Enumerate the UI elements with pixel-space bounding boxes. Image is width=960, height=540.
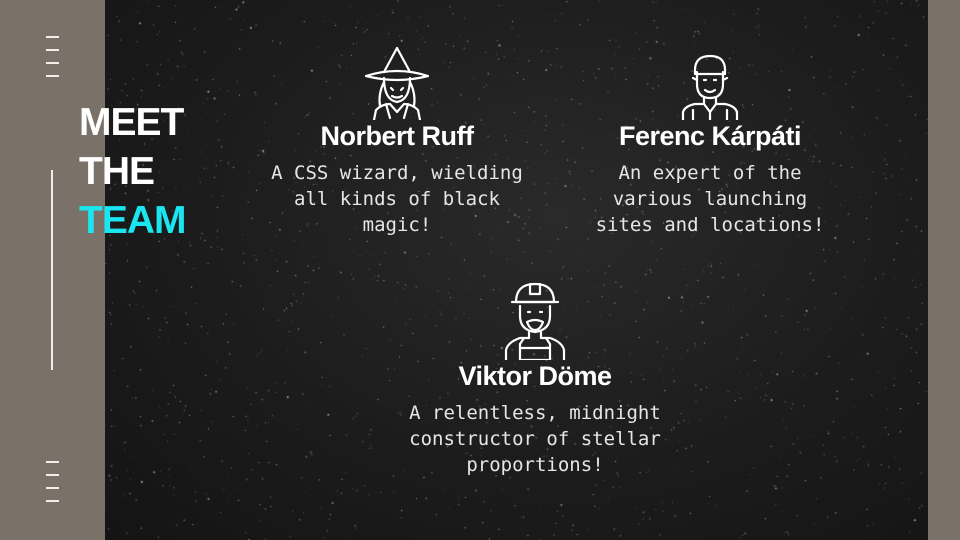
vertical-divider bbox=[51, 170, 53, 370]
menu-icon-top[interactable] bbox=[46, 36, 59, 77]
wizard-icon bbox=[364, 46, 430, 120]
left-sidebar bbox=[0, 0, 105, 540]
worker-icon bbox=[504, 282, 566, 360]
title-line-the: THE bbox=[79, 150, 155, 193]
member-description: A relentless, midnight constructor of st… bbox=[409, 402, 661, 476]
member-name: Ferenc Kárpáti bbox=[618, 121, 802, 151]
member-description: An expert of the various launching sites… bbox=[595, 162, 825, 236]
member-description: A CSS wizard, wielding all kinds of blac… bbox=[271, 162, 523, 236]
member-name: Viktor Döme bbox=[458, 361, 612, 391]
starfield-background bbox=[105, 0, 928, 540]
man-icon bbox=[681, 54, 739, 120]
team-member-norbert: Norbert Ruff A CSS wizard, wielding all … bbox=[252, 44, 542, 238]
right-sidebar bbox=[928, 0, 960, 540]
title-line-team: TEAM bbox=[79, 199, 186, 242]
title-line-meet: MEET bbox=[79, 101, 184, 144]
team-member-ferenc: Ferenc Kárpáti An expert of the various … bbox=[565, 52, 855, 238]
team-member-viktor: Viktor Döme A relentless, midnight const… bbox=[375, 278, 695, 478]
page-title: MEET THE TEAM bbox=[79, 98, 186, 245]
member-name: Norbert Ruff bbox=[320, 121, 474, 151]
menu-icon-bottom[interactable] bbox=[46, 461, 59, 502]
main-panel bbox=[105, 0, 928, 540]
